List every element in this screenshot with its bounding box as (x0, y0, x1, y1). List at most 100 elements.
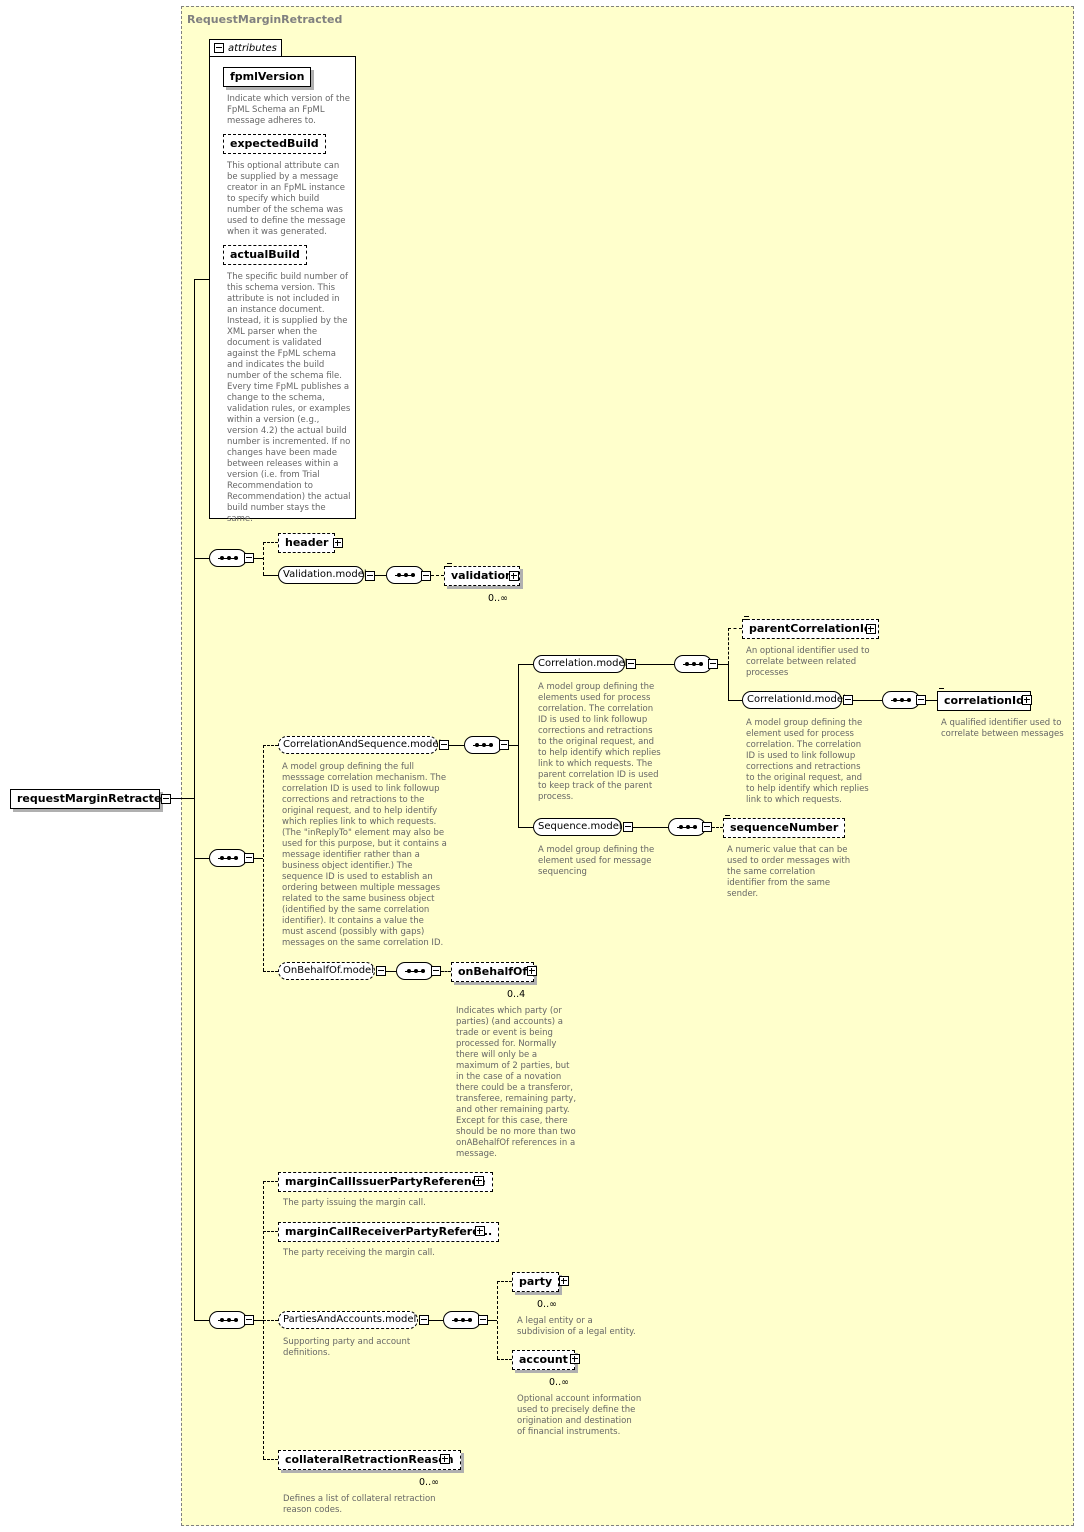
attribute-expectedbuild[interactable]: expectedBuild (223, 134, 326, 154)
sequence-collapse-icon[interactable] (431, 966, 441, 976)
model-collapse-icon[interactable] (439, 740, 449, 750)
element-description: Defines a list of collateral retraction … (283, 1494, 436, 1515)
sequence-compositor-icon[interactable] (386, 566, 424, 584)
margin-call-issuer-expand-icon[interactable] (474, 1176, 484, 1186)
sequence-collapse-icon[interactable] (499, 740, 509, 750)
connector (518, 664, 533, 665)
model-description: Supporting party and account definitions… (283, 1337, 411, 1358)
sequence-compositor-icon[interactable] (882, 691, 920, 709)
correlation-id-expand-icon[interactable] (1022, 695, 1032, 705)
cardinality-label: 0..∞ (537, 1299, 557, 1310)
cardinality-label: 0..4 (507, 989, 526, 1000)
attribute-description: Indicate which version of the FpML Schem… (227, 94, 350, 126)
margin-call-receiver-expand-icon[interactable] (475, 1226, 485, 1236)
list-indicator-icon (939, 688, 944, 693)
sequence-compositor-icon[interactable] (209, 1311, 247, 1329)
connector (853, 700, 882, 701)
connector (497, 1281, 498, 1359)
model-collapse-icon[interactable] (376, 966, 386, 976)
validation-model-collapse-icon[interactable] (365, 571, 375, 581)
sequence-collapse-icon[interactable] (244, 853, 254, 863)
root-element[interactable]: requestMarginRetracted (10, 789, 169, 809)
attribute-fpmlversion[interactable]: fpmlVersion (223, 67, 312, 87)
margin-call-receiver-element[interactable]: marginCallReceiverPartyRefere... (278, 1222, 500, 1242)
validation-expand-icon[interactable] (509, 571, 519, 581)
connector (728, 664, 729, 700)
on-behalf-of-expand-icon[interactable] (527, 966, 537, 976)
sequence-collapse-icon[interactable] (244, 1315, 254, 1325)
sequence-collapse-icon[interactable] (244, 553, 254, 563)
sequence-collapse-icon[interactable] (708, 659, 718, 669)
connector (728, 700, 742, 701)
element-description: A legal entity or a subdivision of a leg… (517, 1316, 636, 1337)
on-behalf-of-element[interactable]: onBehalfOf (451, 962, 535, 982)
parent-correlation-id-element[interactable]: parentCorrelationId (742, 619, 879, 639)
sequence-collapse-icon[interactable] (916, 695, 926, 705)
sequence-model-group[interactable]: Sequence.model (533, 818, 622, 836)
account-expand-icon[interactable] (570, 1354, 580, 1364)
sequence-compositor-icon[interactable] (443, 1311, 481, 1329)
correlation-and-sequence-model-group[interactable]: CorrelationAndSequence.model (278, 736, 441, 754)
cardinality-label: 0..∞ (549, 1377, 569, 1388)
cardinality-label: 0..∞ (419, 1477, 439, 1488)
sequence-compositor-icon[interactable] (674, 655, 712, 673)
attributes-collapse-icon[interactable] (214, 43, 224, 53)
party-element[interactable]: party (512, 1272, 560, 1292)
list-indicator-icon (447, 563, 452, 568)
sequence-compositor-icon[interactable] (464, 736, 502, 754)
correlation-id-model-group[interactable]: CorrelationId.model (742, 691, 846, 709)
sequence-number-element[interactable]: sequenceNumber (723, 818, 846, 838)
connector (263, 971, 278, 972)
sequence-collapse-icon[interactable] (478, 1315, 488, 1325)
attributes-tab[interactable]: attributes (209, 39, 282, 57)
model-collapse-icon[interactable] (623, 822, 633, 832)
sequence-compositor-icon[interactable] (396, 962, 434, 980)
connector (488, 1320, 497, 1321)
connector (386, 971, 396, 972)
parties-and-accounts-model-group[interactable]: PartiesAndAccounts.model (278, 1311, 418, 1329)
model-collapse-icon[interactable] (626, 659, 636, 669)
connector (718, 664, 728, 665)
party-expand-icon[interactable] (559, 1276, 569, 1286)
collateral-retraction-reason-expand-icon[interactable] (440, 1454, 450, 1464)
model-collapse-icon[interactable] (419, 1315, 429, 1325)
parent-correlation-id-expand-icon[interactable] (866, 624, 876, 634)
connector (194, 558, 209, 559)
model-description: A model group defining the full messsage… (282, 762, 447, 948)
connector (518, 664, 519, 827)
element-description: Optional account information used to pre… (517, 1394, 642, 1437)
correlation-model-group[interactable]: Correlation.model (533, 655, 627, 673)
margin-call-issuer-element[interactable]: marginCallIssuerPartyReference (278, 1172, 493, 1192)
sequence-collapse-icon[interactable] (702, 822, 712, 832)
cardinality-label: 0..∞ (488, 593, 508, 604)
connector (194, 858, 209, 859)
account-element[interactable]: account (512, 1350, 575, 1370)
connector (636, 664, 674, 665)
correlation-id-element[interactable]: correlationId (937, 691, 1031, 711)
connector (712, 827, 723, 828)
collateral-retraction-reason-element[interactable]: collateralRetractionReason (278, 1450, 461, 1470)
connector (728, 628, 742, 629)
validation-element[interactable]: validation (444, 566, 520, 586)
attribute-actualbuild[interactable]: actualBuild (223, 245, 307, 265)
validation-model-group[interactable]: Validation.model (278, 566, 367, 584)
header-expand-icon[interactable] (333, 538, 343, 548)
connector (431, 575, 444, 576)
model-collapse-icon[interactable] (843, 695, 853, 705)
connector (171, 798, 195, 799)
root-collapse-icon[interactable] (161, 794, 171, 804)
element-description: The party issuing the margin call. (283, 1198, 426, 1208)
header-element[interactable]: header (278, 533, 336, 553)
on-behalf-of-model-group[interactable]: OnBehalfOf.model (278, 962, 375, 980)
sequence-compositor-icon[interactable] (209, 549, 247, 567)
connector (263, 575, 278, 576)
sequence-compositor-icon[interactable] (209, 849, 247, 867)
sequence-collapse-icon[interactable] (421, 571, 431, 581)
connector (518, 827, 533, 828)
connector (497, 1281, 512, 1282)
connector (254, 858, 263, 859)
sequence-compositor-icon[interactable] (668, 818, 706, 836)
connector (263, 542, 265, 575)
attribute-description: This optional attribute can be supplied … (227, 161, 346, 237)
connector (926, 700, 937, 701)
